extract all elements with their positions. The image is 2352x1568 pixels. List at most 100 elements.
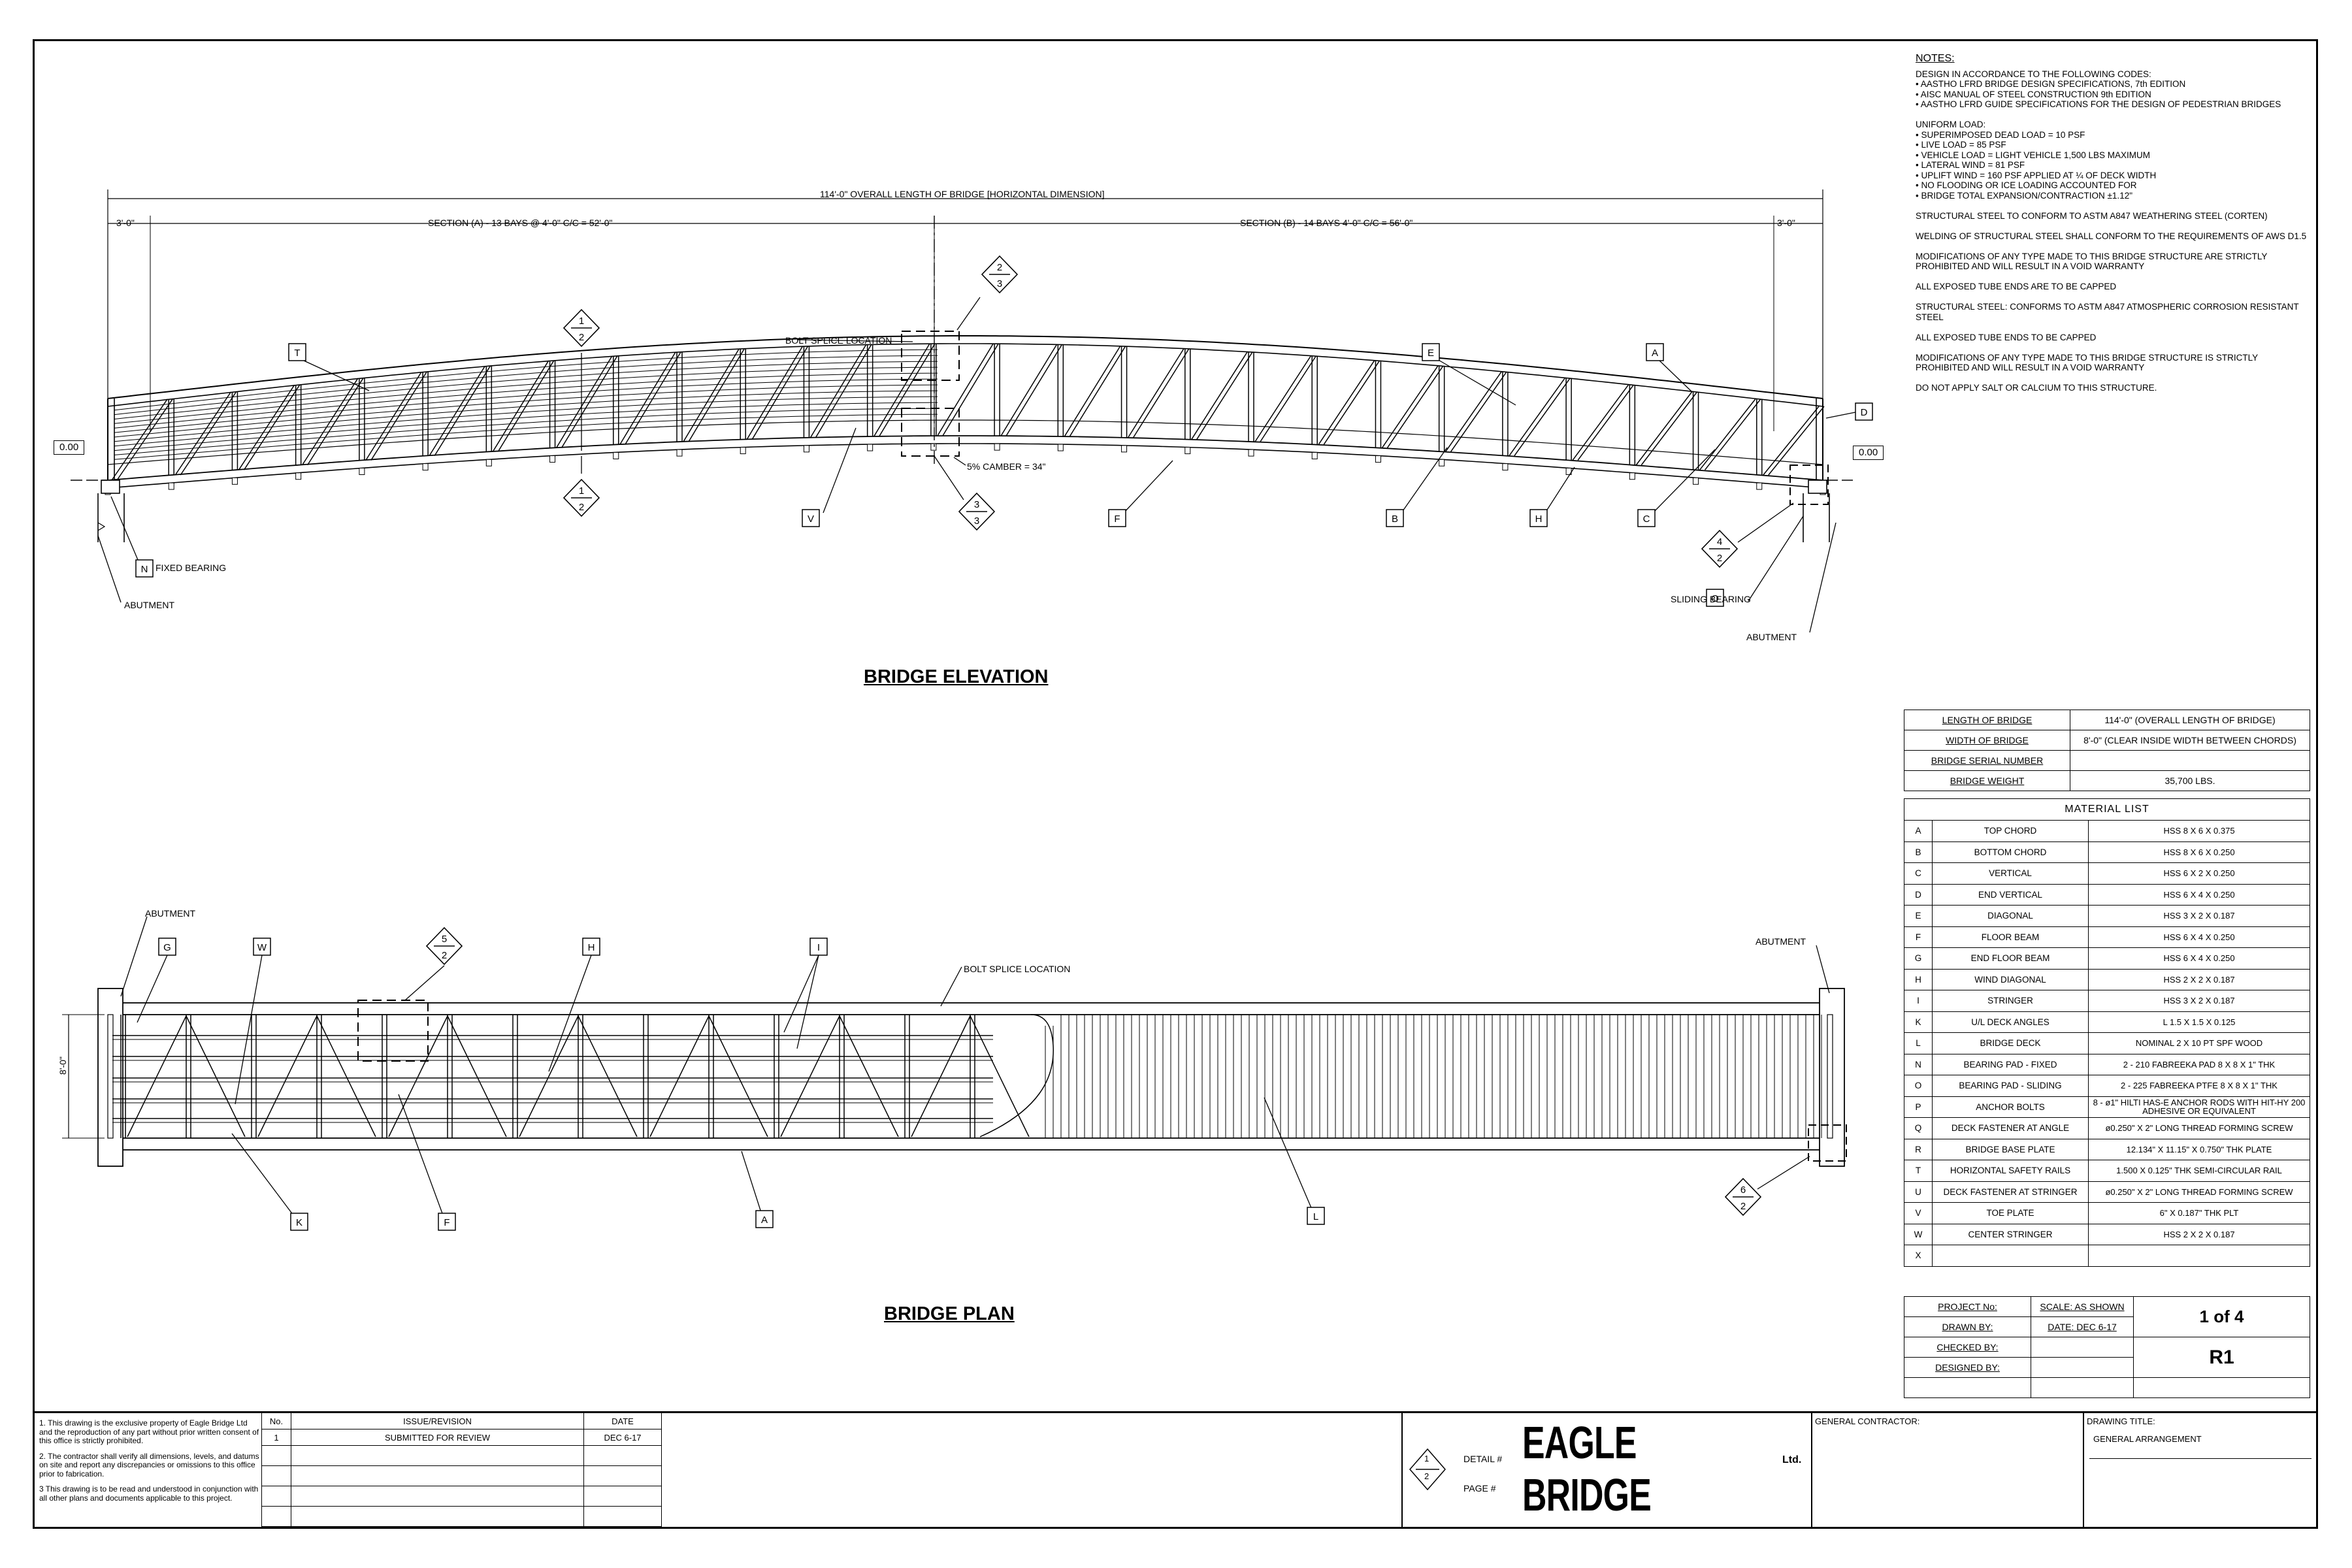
plan-tag-W-box: [253, 938, 271, 956]
material-item: VERTICAL: [1932, 862, 2089, 885]
revision-table: No. ISSUE/REVISION DATE 1 SUBMITTED FOR …: [261, 1413, 662, 1527]
top-chord-line: [107, 343, 1823, 407]
material-key: U: [1904, 1181, 1933, 1203]
truss-diagonal: [561, 355, 618, 448]
leader-abutment: [120, 916, 148, 997]
plan-wind-diagonal: [186, 1015, 246, 1137]
tag-F: F: [1114, 514, 1120, 525]
leader-bolt-splice: [796, 339, 913, 342]
callout-6-2-page: 2: [1740, 1201, 1746, 1212]
tag-V-box: [802, 509, 820, 527]
rev-blank: [291, 1445, 584, 1466]
notes-line: • UPLIFT WIND = 160 PSF APPLIED AT ¼ OF …: [1916, 170, 2157, 180]
notes-line: [1916, 373, 2306, 384]
bolt-splice-label: BOLT SPLICE LOCATION: [785, 335, 892, 346]
tag-A-box: [1646, 343, 1664, 361]
material-spec: 1.500 X 0.125" THK SEMI-CIRCULAR RAIL: [2088, 1160, 2310, 1182]
plan-end-floor-beam: [1827, 1014, 1833, 1139]
project-blank-3: [2133, 1377, 2310, 1398]
rev-blank: [291, 1506, 584, 1527]
legend-detail-number: 1: [1424, 1454, 1429, 1463]
material-key: E: [1904, 905, 1933, 927]
material-key: W: [1904, 1223, 1933, 1245]
rev-blank: [291, 1465, 584, 1486]
camber-label: 5% CAMBER = 34": [967, 461, 1046, 472]
summary-value: 35,700 LBS.: [2070, 770, 2310, 791]
plan-wind-diagonal: [447, 1015, 507, 1137]
plan-wind-diagonal: [388, 1015, 448, 1137]
plan-wind-diagonal: [127, 1015, 187, 1137]
leader-callout-3: [934, 455, 964, 500]
leader-A: [1659, 360, 1693, 393]
leader-F: [398, 1094, 446, 1221]
horizontal-safety-rail: [114, 408, 938, 455]
rev-blank: [291, 1486, 584, 1507]
legend-page-label: PAGE #: [1463, 1483, 1496, 1494]
callout-6-2-detail: 6: [1740, 1184, 1746, 1196]
material-item: FLOOR BEAM: [1932, 926, 2089, 948]
truss-diagonal: [1127, 348, 1184, 438]
plan-wind-diagonal: [519, 1015, 579, 1137]
tag-B-box: [1386, 509, 1404, 527]
plan-wind-diagonal: [780, 1015, 840, 1137]
plan-tag-L: L: [1313, 1211, 1318, 1222]
leader-L: [1264, 1097, 1315, 1215]
callout-4-2-detail: 4: [1717, 536, 1722, 547]
sliding-bearing-label: SLIDING BEARING: [1671, 594, 1751, 604]
leader-E: [1437, 359, 1516, 406]
project-blank-2: [2031, 1377, 2134, 1398]
notes-line: PROHIBITED AND WILL RESULT IN A VOID WAR…: [1916, 363, 2145, 372]
scale-label: SCALE: AS SHOWN: [2031, 1296, 2134, 1317]
leader-H: [548, 955, 592, 1072]
notes-line: • AISC MANUAL OF STEEL CONSTRUCTION 9th …: [1916, 89, 2151, 99]
material-row: X: [1904, 1245, 2310, 1267]
rev-blank: [583, 1465, 662, 1486]
drawn-by-label: DRAWN BY:: [1904, 1316, 2031, 1337]
material-key: L: [1904, 1032, 1933, 1054]
horizontal-safety-rail: [114, 396, 938, 447]
truss-diagonal: [942, 343, 999, 436]
leader-I: [796, 955, 819, 1049]
elevation-marker-left: 0.00: [54, 440, 85, 455]
plan-bearing-detail-box: [1808, 1124, 1847, 1162]
truss-diagonal: [180, 391, 237, 476]
tag-T-box: [288, 343, 306, 361]
material-item: DECK FASTENER AT ANGLE: [1932, 1117, 2089, 1139]
checked-by-value: [2031, 1337, 2134, 1358]
summary-label: LENGTH OF BRIDGE: [1904, 710, 2070, 730]
tag-D: D: [1861, 407, 1868, 418]
general-contractor-label: GENERAL CONTRACTOR:: [1815, 1416, 1920, 1426]
material-spec: HSS 8 X 6 X 0.375: [2088, 820, 2310, 842]
notes-line: UNIFORM LOAD:: [1916, 120, 1986, 129]
leader-camber: [953, 457, 966, 466]
summary-row: BRIDGE SERIAL NUMBER: [1904, 750, 2310, 771]
material-key: T: [1904, 1160, 1933, 1182]
material-spec: [2088, 1245, 2310, 1267]
notes-line: • LATERAL WIND = 81 PSF: [1916, 160, 2025, 170]
plan-top-chord: [104, 1002, 1837, 1015]
leader-callout-6: [1757, 1156, 1810, 1190]
footer-note-3: 3 This drawing is to be read and underst…: [39, 1484, 259, 1503]
plan-abutment-right: [1819, 988, 1845, 1167]
truss-diagonal: [1069, 346, 1126, 437]
leader-W: [235, 955, 263, 1105]
material-key: I: [1904, 990, 1933, 1012]
truss-diagonal: [497, 360, 555, 452]
floor-beam-end: [1248, 449, 1254, 457]
truss-diagonal: [1386, 365, 1444, 448]
plan-tag-G: G: [163, 942, 171, 953]
callout-2-3-page: 3: [997, 278, 1002, 289]
notes-line: [1916, 342, 2306, 353]
leader-B: [1401, 447, 1448, 514]
